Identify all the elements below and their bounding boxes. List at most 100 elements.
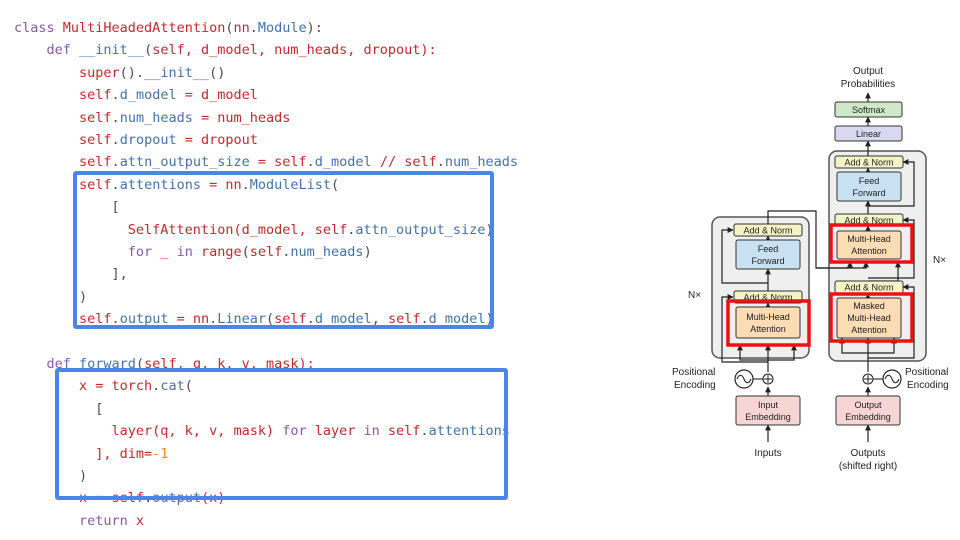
- decoder-mha-label-2: Attention: [851, 246, 887, 256]
- code-token: (): [209, 64, 226, 81]
- code-token: d_model: [119, 87, 177, 104]
- code-token: self: [14, 311, 112, 328]
- output-embedding-label-2: Embedding: [845, 412, 891, 422]
- decoder-masked-mha-label-1: Masked: [853, 301, 885, 311]
- code-token: .: [111, 87, 120, 104]
- decoder-positional-encoding-label-2: Encoding: [907, 380, 949, 391]
- code-token: for: [14, 244, 153, 260]
- code-token: .: [241, 176, 250, 193]
- code-token: self: [14, 87, 112, 104]
- code-token: class: [14, 20, 63, 36]
- output-probabilities-label-2: Probabilities: [841, 79, 895, 90]
- code-token: = nn: [200, 176, 242, 193]
- code-token: (: [225, 20, 234, 36]
- code-token: (q, k, v, mask): [152, 423, 283, 440]
- code-token: layer: [306, 423, 364, 440]
- code-token: self: [249, 244, 283, 260]
- encoder-multi-head-attention: [735, 306, 801, 339]
- code-token: = num_heads: [192, 109, 291, 126]
- code-line: x = torch.cat(: [14, 375, 193, 397]
- code-token: self: [14, 109, 112, 126]
- softmax-block: [834, 101, 903, 118]
- decoder-masked-mha-highlight: [829, 292, 914, 343]
- code-token: self: [314, 221, 348, 238]
- code-token: for: [282, 423, 307, 440]
- code-line: [: [14, 398, 103, 420]
- code-token: self: [14, 132, 112, 148]
- code-token: _: [152, 244, 177, 260]
- code-token: (: [144, 42, 153, 59]
- encoder-feed-forward: [735, 239, 801, 270]
- code-token: (: [135, 356, 145, 372]
- linear-block: [834, 125, 903, 142]
- code-token: (d_model,: [233, 221, 315, 238]
- code-token: .: [420, 423, 429, 440]
- softmax-label: Softmax: [852, 105, 886, 115]
- code-token: SelfAttention: [14, 221, 234, 238]
- encoder-add-norm-top: [733, 223, 803, 237]
- code-token: .: [420, 311, 429, 328]
- code-token: .: [249, 20, 258, 36]
- code-token: attentions: [428, 423, 510, 440]
- code-token: cat: [160, 378, 185, 395]
- code-line: ): [14, 465, 87, 487]
- code-token: .: [306, 311, 315, 328]
- output-probabilities-label-1: Output: [853, 66, 883, 77]
- code-token: attn_output_size: [119, 154, 250, 171]
- code-token: self: [404, 154, 437, 171]
- decoder-feed-forward-label-1: Feed: [859, 176, 880, 186]
- code-token: d_model: [428, 311, 486, 328]
- code-token: Module: [257, 20, 307, 36]
- code-token: self: [388, 311, 421, 328]
- code-line: self.output = nn.Linear(self.d_model, se…: [14, 308, 494, 330]
- code-token: ): [485, 221, 494, 238]
- code-token: ):: [306, 20, 323, 36]
- code-token: num_heads: [290, 244, 364, 260]
- code-line: self.num_heads = num_heads: [14, 107, 290, 129]
- code-token: x: [127, 512, 145, 529]
- transformer-diagram: Add & Norm Feed Forward Add & Norm Multi…: [672, 66, 949, 472]
- code-token: def: [14, 42, 80, 59]
- code-line: ],: [14, 263, 128, 285]
- output-embedding: [835, 395, 901, 426]
- decoder-multi-head-attention: [836, 230, 902, 260]
- code-token: .: [347, 221, 356, 238]
- decoder-masked-mha-label-3: Attention: [851, 325, 887, 335]
- decoder-masked-mha-label-2: Multi-Head: [847, 313, 891, 323]
- code-token: Linear: [217, 311, 267, 328]
- code-token: ,: [371, 311, 388, 328]
- code-token: self: [14, 154, 112, 171]
- code-line: SelfAttention(d_model, self.attn_output_…: [14, 219, 494, 241]
- code-line: super().__init__(): [14, 62, 225, 84]
- code-token: d_model: [314, 311, 372, 328]
- code-token: __init__: [144, 64, 210, 81]
- code-token: num_heads: [444, 154, 519, 171]
- code-line: ], dim=-1: [14, 443, 168, 465]
- code-token: .: [111, 109, 120, 126]
- code-token: dropout: [119, 132, 177, 148]
- code-line: def __init__(self, d_model, num_heads, d…: [14, 39, 437, 61]
- decoder-positional-encoding-label-1: Positional: [905, 367, 948, 378]
- code-token: [: [14, 199, 120, 216]
- code-line: for _ in range(self.num_heads): [14, 241, 372, 263]
- code-token: __init__: [79, 42, 145, 59]
- code-token: output: [119, 311, 169, 328]
- code-token: ().: [119, 64, 145, 81]
- code-line: layer(q, k, v, mask) for layer in self.a…: [14, 420, 510, 442]
- encoder-positional-encoding-label-1: Positional: [672, 367, 715, 378]
- forward-highlight-box: [55, 368, 508, 500]
- code-line: self.dropout = dropout: [14, 129, 258, 151]
- decoder-add-norm-bottom-label: Add & Norm: [844, 283, 893, 293]
- output-embedding-label-1: Output: [854, 400, 882, 410]
- code-token: (: [184, 378, 193, 395]
- code-token: ): [14, 288, 88, 305]
- code-token: [: [14, 400, 104, 417]
- code-token: self: [379, 423, 421, 440]
- encoder-add-norm-bottom-label: Add & Norm: [743, 293, 792, 303]
- code-token: layer: [14, 423, 153, 440]
- outputs-label-1: Outputs: [850, 448, 885, 459]
- code-token: (: [331, 176, 340, 193]
- code-token: MultiHeadedAttention: [62, 20, 226, 36]
- encoder-add-norm-top-label: Add & Norm: [743, 226, 792, 236]
- code-line: ): [14, 286, 87, 308]
